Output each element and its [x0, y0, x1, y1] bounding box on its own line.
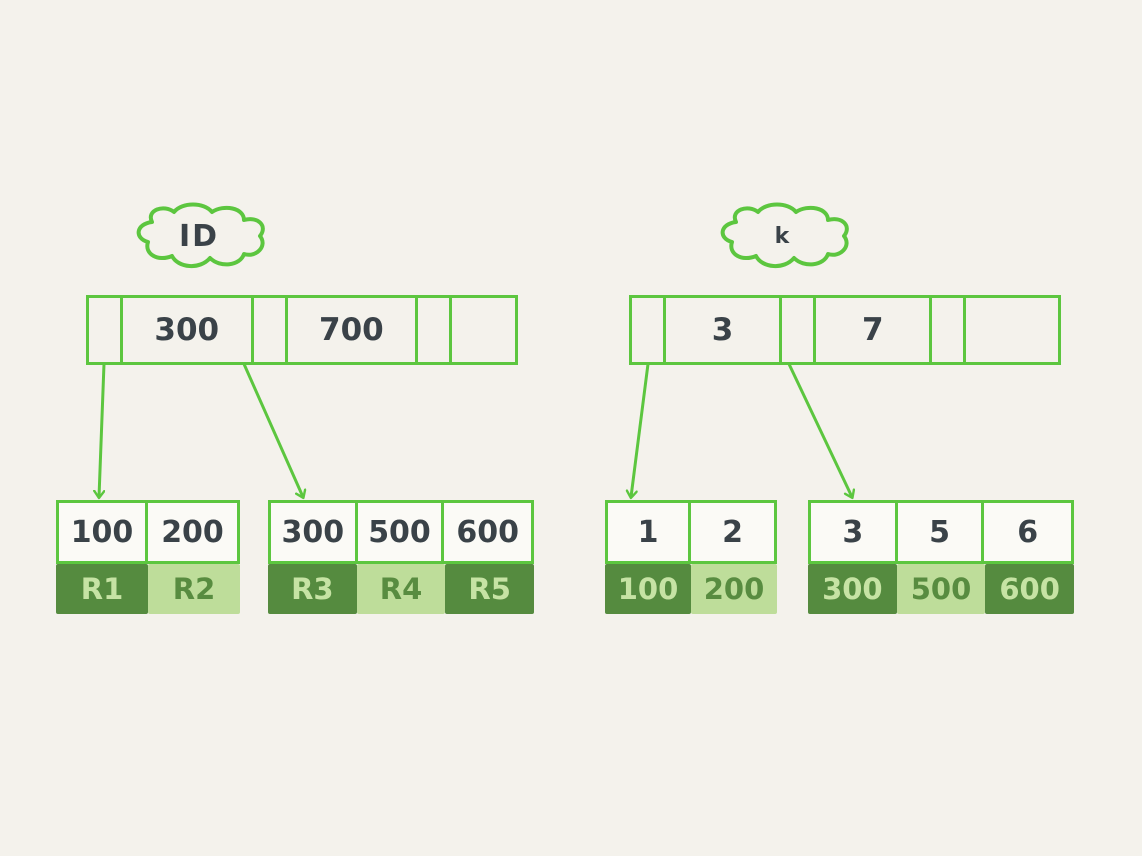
edge-id-root-to-leaf-2: [242, 362, 303, 497]
k-leaf-1-keys: 1 2: [605, 500, 777, 564]
id-leaf-2-key-2[interactable]: 600: [456, 514, 519, 550]
k-leaf-2-record-1[interactable]: 500: [896, 564, 986, 614]
k-leaf-2-key-1[interactable]: 5: [898, 503, 985, 561]
k-root-pointer-0[interactable]: [632, 298, 666, 362]
id-root-pointer-1[interactable]: [254, 298, 288, 362]
k-root-pointer-1[interactable]: [782, 298, 817, 362]
k-root-key-2[interactable]: [966, 298, 1058, 362]
id-leaf-2-record-2[interactable]: R5: [445, 564, 534, 614]
k-leaf-2-keys: 3 5 6: [808, 500, 1074, 564]
k-root-node: 3 7: [629, 295, 1061, 365]
k-leaf-1-records: 100 200: [605, 564, 777, 614]
id-root-pointer-2[interactable]: [418, 298, 453, 362]
id-leaf-2-keys: 300 500 600: [268, 500, 534, 564]
id-leaf-1-records: R1 R2: [56, 564, 240, 614]
k-leaf-1-record-1[interactable]: 200: [691, 564, 777, 614]
k-leaf-node-1: 1 2 100 200: [605, 500, 777, 614]
edge-id-root-to-leaf-1: [99, 362, 106, 497]
edge-k-root-to-leaf-2: [787, 362, 852, 497]
id-leaf-2-records: R3 R4 R5: [268, 564, 534, 614]
k-leaf-2-key-0[interactable]: 3: [811, 503, 898, 561]
id-root-node: 300 700: [86, 295, 518, 365]
edge-k-root-to-leaf-1: [631, 362, 650, 497]
id-root-key-2[interactable]: [452, 298, 515, 362]
id-leaf-1-keys: 100 200: [56, 500, 240, 564]
cloud-shape-icon: [136, 202, 265, 268]
id-leaf-2-key-1[interactable]: 500: [358, 503, 445, 561]
id-leaf-2-key-0[interactable]: 300: [271, 503, 358, 561]
id-leaf-2-record-0[interactable]: R3: [268, 564, 357, 614]
k-leaf-2-record-2[interactable]: 600: [985, 564, 1074, 614]
id-leaf-2-record-1[interactable]: R4: [356, 564, 446, 614]
cloud-label-k-text: k: [774, 223, 792, 249]
id-leaf-node-1: 100 200 R1 R2: [56, 500, 240, 614]
id-root-key-1[interactable]: 700: [288, 298, 419, 362]
k-leaf-1-key-1[interactable]: 2: [722, 514, 743, 550]
id-leaf-1-record-1[interactable]: R2: [148, 564, 240, 614]
k-root-pointer-2[interactable]: [932, 298, 967, 362]
k-leaf-node-2: 3 5 6 300 500 600: [808, 500, 1074, 614]
id-root-pointer-0[interactable]: [89, 298, 123, 362]
id-leaf-1-key-0[interactable]: 100: [59, 503, 148, 561]
k-root-key-0[interactable]: 3: [666, 298, 783, 362]
k-leaf-1-record-0[interactable]: 100: [605, 564, 691, 614]
k-leaf-2-key-2[interactable]: 6: [1017, 514, 1039, 550]
cloud-label-id: ID: [126, 200, 272, 272]
k-leaf-2-records: 300 500 600: [808, 564, 1074, 614]
cloud-label-id-text: ID: [178, 218, 220, 254]
k-root-key-1[interactable]: 7: [816, 298, 933, 362]
id-leaf-1-record-0[interactable]: R1: [56, 564, 148, 614]
k-leaf-2-record-0[interactable]: 300: [808, 564, 897, 614]
id-leaf-node-2: 300 500 600 R3 R4 R5: [268, 500, 534, 614]
cloud-label-k: k: [710, 200, 856, 272]
id-root-key-0[interactable]: 300: [123, 298, 254, 362]
k-leaf-1-key-0[interactable]: 1: [608, 503, 691, 561]
id-leaf-1-key-1[interactable]: 200: [161, 514, 224, 550]
cloud-shape-icon: [720, 202, 849, 268]
